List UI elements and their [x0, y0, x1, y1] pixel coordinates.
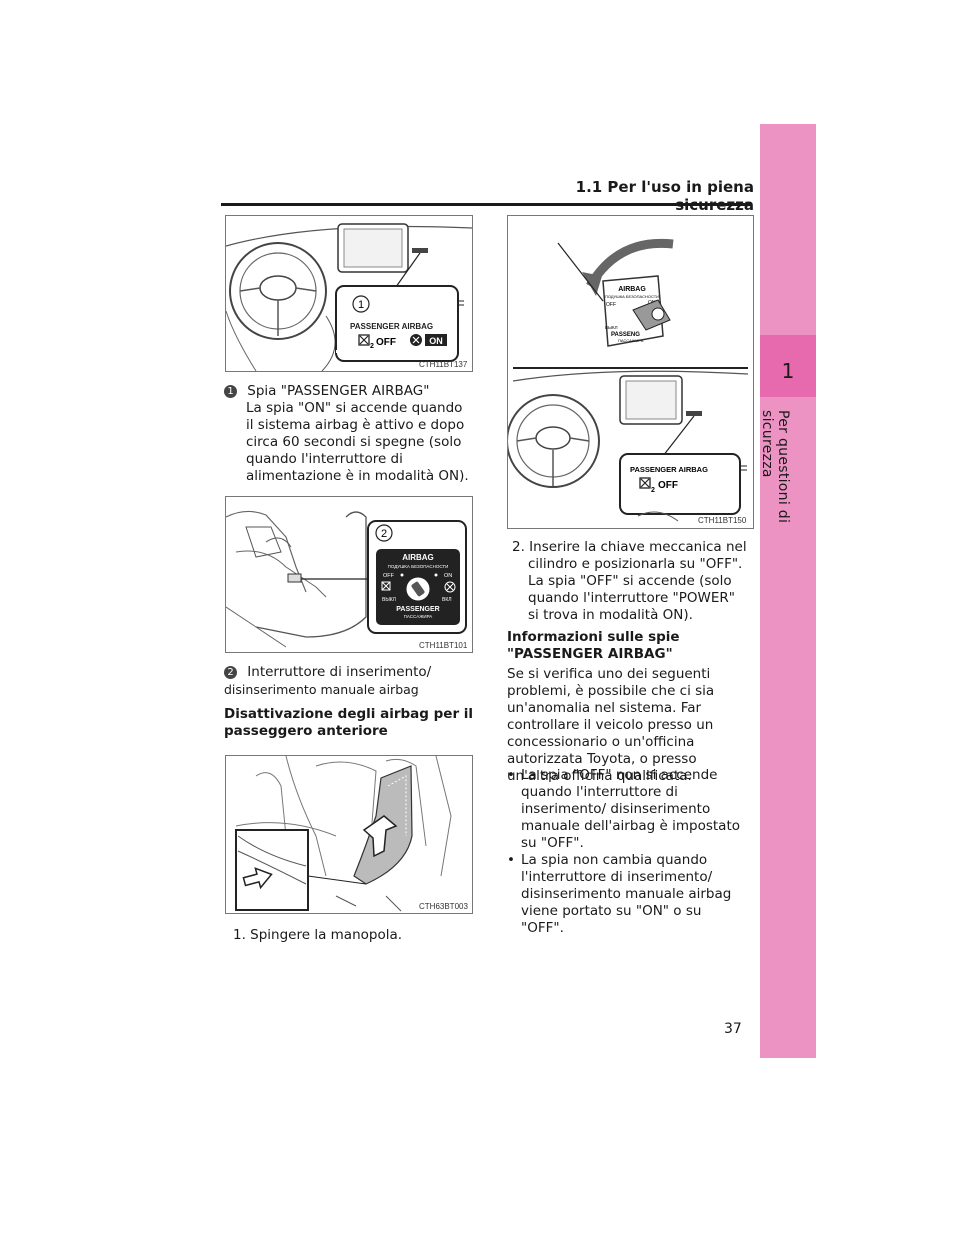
fig4-off-text: OFF [658, 480, 678, 491]
fig2-vkl: ВКЛ [442, 597, 452, 603]
fig4-vykl: ВЫКЛ [605, 325, 618, 330]
figure-key-switch-off: AIRBAG ПОДУШКА БЕЗОПАСНОСТИ OFF ON ВЫКЛ … [507, 215, 754, 529]
airbag-on-icon [410, 334, 422, 346]
fig2-panel-subtitle: ПОДУШКА БЕЗОПАСНОСТИ [388, 564, 449, 569]
fig4-panel-title: AIRBAG [618, 286, 646, 293]
fig4-panel-subtitle: ПОДУШКА БЕЗОПАСНОСТИ [605, 294, 659, 299]
fig2-passenger: PASSENGER [396, 606, 439, 613]
fig2-off: OFF [383, 573, 395, 579]
fig2-on: ON [444, 573, 452, 579]
item2-line: 2 Interruttore di inserimento/ [224, 664, 474, 681]
svg-text:2: 2 [370, 343, 374, 350]
fig3-code: CTH63BT003 [419, 902, 468, 911]
airbag-off-icon: 2 [358, 334, 374, 350]
heading-indicator-info: Informazioni sulle spie "PASSENGER AIRBA… [507, 629, 680, 662]
fig2-callout-number: 2 [381, 528, 387, 540]
fig1-off-text: OFF [376, 337, 396, 348]
fig4-code: CTH11BT150 [698, 516, 747, 525]
list-item: • La spia non cambia quando l'interrutto… [507, 852, 732, 936]
item1-description: La spia "ON" si accende quando il sistem… [246, 400, 469, 484]
item1-line: 1 Spia "PASSENGER AIRBAG" [224, 383, 474, 400]
chapter-title: Per questioni di sicurezza [759, 410, 791, 524]
page-number: 37 [724, 1021, 742, 1037]
fig4-passenger: PASSENG [611, 332, 640, 338]
fig2-vykl: ВЫКЛ [382, 597, 396, 603]
intro-paragraph: Se si verifica uno dei seguenti problemi… [507, 666, 715, 784]
fig4-off: OFF [606, 302, 616, 308]
callout-1-icon: 1 [224, 385, 237, 398]
item2-title: Interruttore di inserimento/ [247, 664, 432, 680]
step2: 2. Inserire la chiave meccanica nel cili… [512, 539, 747, 572]
step1: 1. Spingere la manopola. [233, 927, 403, 943]
mechanical-key-icon [632, 299, 671, 331]
fig2-code: CTH11BT101 [419, 641, 468, 650]
list-item: • La spia "OFF" non si accende quando l'… [507, 767, 740, 851]
chapter-number: 1 [760, 335, 816, 397]
svg-text:2: 2 [651, 487, 655, 494]
fig1-callout-number: 1 [358, 299, 364, 311]
fig2-panel-title: AIRBAG [402, 553, 434, 562]
fig4-passazhira: ПАССАЖИРА [618, 338, 644, 343]
figure-push-knob: CTH63BT003 [225, 755, 473, 914]
fig4-indicator-label: PASSENGER AIRBAG [630, 465, 708, 474]
fig1-on-text: ON [429, 336, 443, 346]
side-tab [760, 124, 816, 1058]
heading-deactivation: Disattivazione degli airbag per il passe… [224, 706, 474, 739]
figure-passenger-airbag-indicator: 1 PASSENGER AIRBAG 2 OFF ON CTH11BT137 [225, 215, 473, 372]
fig1-indicator-label: PASSENGER AIRBAG [350, 322, 433, 331]
callout-2-icon: 2 [224, 666, 237, 679]
item1-title: Spia "PASSENGER AIRBAG" [247, 383, 430, 399]
item2-title-cont: disinserimento manuale airbag [224, 682, 419, 697]
section-title: 1.1 Per l'uso in piena sicurezza [575, 178, 754, 214]
step2-note: La spia "OFF" si accende (solo quando l'… [528, 573, 736, 623]
fig2-passazhira: ПАССАЖИРА [404, 614, 433, 619]
fig1-code: CTH11BT137 [419, 360, 468, 369]
bullet-list: • La spia "OFF" non si accende quando l'… [507, 767, 747, 937]
figure-airbag-switch: 2 AIRBAG ПОДУШКА БЕЗОПАСНОСТИ OFF ON ВЫК… [225, 496, 473, 653]
section-rule [221, 203, 751, 206]
